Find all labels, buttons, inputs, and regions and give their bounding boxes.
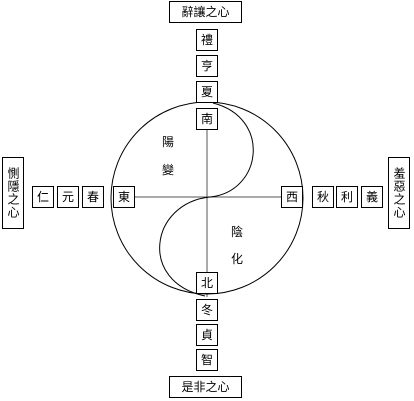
north-item: 智 xyxy=(196,349,218,371)
heart-bottom-label: 是非之心 xyxy=(169,376,242,398)
east-item: 秋 xyxy=(312,186,334,208)
east-item: 義 xyxy=(361,186,383,208)
west-item: 東 xyxy=(113,186,135,208)
south-item: 禮 xyxy=(196,29,218,51)
yin-transform-label: 化 xyxy=(230,252,243,266)
west-item: 元 xyxy=(57,186,79,208)
south-item: 南 xyxy=(196,108,218,130)
yang-label: 陽 xyxy=(161,135,174,149)
west-item: 仁 xyxy=(32,186,54,208)
heart-right-label: 羞惡之心 xyxy=(388,157,410,229)
heart-top-label: 辭讓之心 xyxy=(169,1,242,23)
s-curve xyxy=(159,102,254,297)
east-item: 西 xyxy=(281,186,303,208)
yang-transform-label: 變 xyxy=(161,163,174,177)
heart-left-label: 惻隱之心 xyxy=(2,157,24,229)
yin-label: 陰 xyxy=(230,225,243,239)
east-item: 利 xyxy=(336,186,358,208)
north-item: 北 xyxy=(196,272,218,294)
south-item: 亨 xyxy=(196,55,218,77)
south-item: 夏 xyxy=(196,81,218,103)
north-item: 冬 xyxy=(196,299,218,321)
north-item: 貞 xyxy=(196,324,218,346)
west-item: 春 xyxy=(82,186,104,208)
